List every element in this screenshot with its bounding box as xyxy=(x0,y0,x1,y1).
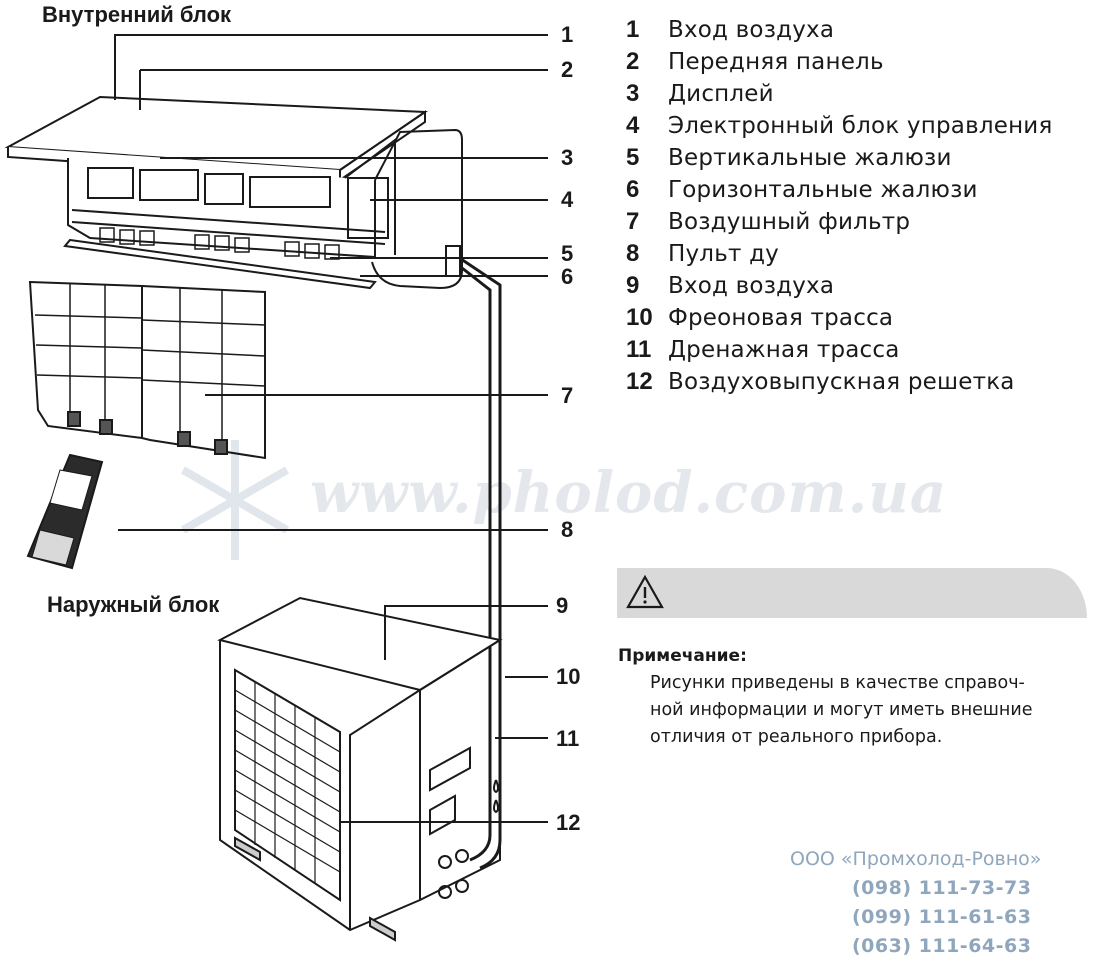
legend-item: 6 Горизонтальные жалюзи xyxy=(626,174,1053,206)
callout-9: 9 xyxy=(556,593,569,618)
legend-text: Воздушный фильтр xyxy=(668,209,911,235)
callout-6: 6 xyxy=(561,264,574,289)
note-line: ной информации и могут иметь внешние xyxy=(650,700,1033,720)
callout-7: 7 xyxy=(561,383,574,408)
legend-text: Электронный блок управления xyxy=(668,113,1053,139)
watermark: www.pholod.com.ua xyxy=(310,460,948,526)
legend-number: 7 xyxy=(626,208,640,235)
remote-control-icon xyxy=(26,453,104,570)
note-line: Рисунки приведены в качестве справоч- xyxy=(650,673,1025,693)
callout-4: 4 xyxy=(561,187,574,212)
note-title: Примечание: xyxy=(618,646,747,666)
legend-text: Вертикальные жалюзи xyxy=(668,145,952,171)
refrigerant-pipe xyxy=(445,245,502,870)
callout-8: 8 xyxy=(561,517,574,542)
legend-text: Воздуховыпускная решетка xyxy=(668,369,1015,395)
legend-item: 4 Электронный блок управления xyxy=(626,110,1053,142)
leader-lines xyxy=(114,34,548,823)
note-line: отличия от реального прибора. xyxy=(650,727,943,747)
legend-number: 3 xyxy=(626,80,640,107)
legend-text: Вход воздуха xyxy=(668,17,835,43)
outdoor-unit-title: Наружный блок xyxy=(47,592,220,617)
indoor-unit-title: Внутренний блок xyxy=(42,2,232,27)
legend-number: 2 xyxy=(626,48,640,75)
company-phone: (099) 111-61-63 xyxy=(852,906,1032,928)
callout-12: 12 xyxy=(556,810,581,835)
air-filter xyxy=(28,280,266,460)
legend-number: 6 xyxy=(626,176,640,203)
warning-bar xyxy=(617,568,1087,618)
callout-11: 11 xyxy=(556,726,580,751)
callout-10: 10 xyxy=(556,664,581,689)
legend-item: 2 Передняя панель xyxy=(626,46,1053,78)
callout-5: 5 xyxy=(561,241,574,266)
legend-item: 8 Пульт ду xyxy=(626,238,1053,270)
legend-number: 9 xyxy=(626,272,640,299)
legend-number: 5 xyxy=(626,144,640,171)
legend-item: 9 Вход воздуха xyxy=(626,270,1053,302)
legend-item: 10 Фреоновая трасса xyxy=(626,302,1053,334)
note-body: Рисунки приведены в качестве справоч- но… xyxy=(650,670,1070,751)
indoor-unit xyxy=(4,95,463,290)
legend-text: Передняя панель xyxy=(668,49,884,75)
legend-number: 12 xyxy=(626,368,653,395)
legend-number: 11 xyxy=(626,336,652,363)
legend-text: Дисплей xyxy=(668,81,774,107)
legend-item: 3 Дисплей xyxy=(626,78,1053,110)
legend-number: 8 xyxy=(626,240,640,267)
legend-text: Дренажная трасса xyxy=(668,337,900,363)
legend-item: 12 Воздуховыпускная решетка xyxy=(626,366,1053,398)
legend-item: 11 Дренажная трасса xyxy=(626,334,1053,366)
legend-number: 10 xyxy=(626,304,653,331)
company-contacts: ООО «Промхолод-Ровно» (098) 111-73-73 (0… xyxy=(790,848,1080,964)
legend-text: Фреоновая трасса xyxy=(668,305,894,331)
company-name: ООО «Промхолод-Ровно» xyxy=(790,848,1042,870)
snowflake-icon xyxy=(181,440,289,560)
legend-text: Вход воздуха xyxy=(668,273,835,299)
callout-2: 2 xyxy=(561,57,574,82)
legend-item: 1 Вход воздуха xyxy=(626,14,1053,46)
legend-number: 4 xyxy=(626,112,640,139)
warning-triangle-icon xyxy=(626,574,664,609)
legend-text: Пульт ду xyxy=(668,241,779,267)
callout-1: 1 xyxy=(561,22,574,47)
legend-number: 1 xyxy=(626,16,640,43)
callout-3: 3 xyxy=(561,145,574,170)
legend-text: Горизонтальные жалюзи xyxy=(668,177,978,203)
outdoor-unit xyxy=(217,596,503,942)
legend-item: 5 Вертикальные жалюзи xyxy=(626,142,1053,174)
legend-item: 7 Воздушный фильтр xyxy=(626,206,1053,238)
company-phone: (098) 111-73-73 xyxy=(852,877,1032,899)
company-phone: (063) 111-64-63 xyxy=(852,935,1032,957)
